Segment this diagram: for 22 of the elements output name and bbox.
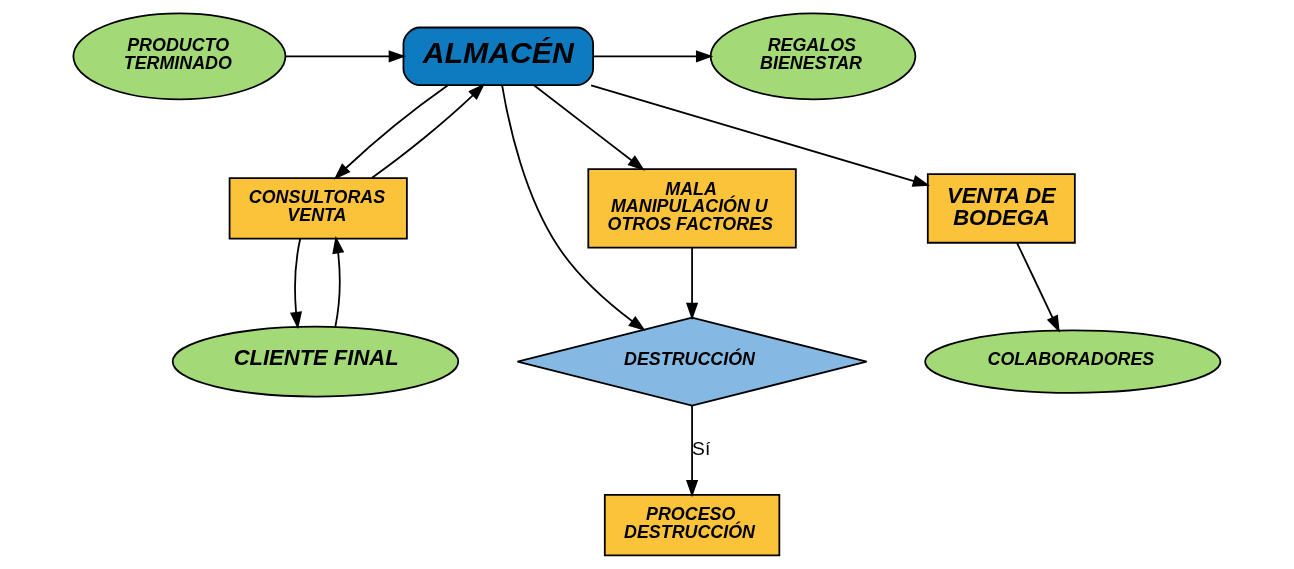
node-box: ALMACÉN	[402, 26, 594, 87]
node-box: CONSULTORAS VENTA	[228, 177, 408, 240]
arrow	[289, 237, 303, 330]
arrow	[590, 84, 930, 187]
arrow	[501, 84, 646, 332]
arrow	[370, 83, 485, 179]
arrow	[332, 236, 345, 328]
edge-label: Sí	[692, 438, 711, 460]
arrow	[686, 246, 699, 321]
node-box: MALA MANIPULACIÓN U OTROS FACTORES	[587, 168, 797, 249]
node-ellipse: COLABORADORES	[924, 329, 1222, 394]
arrow	[686, 404, 699, 498]
node-ellipse: PRODUCTO TERMINADO	[72, 12, 287, 101]
arrow	[592, 50, 714, 63]
arrow	[533, 84, 645, 171]
node-box: VENTA DE BODEGA	[926, 173, 1076, 244]
arrow	[285, 50, 406, 63]
arrow	[333, 84, 449, 180]
node-ellipse: REGALOS BIENESTAR	[709, 12, 917, 101]
node-ellipse: CLIENTE FINAL	[171, 325, 460, 398]
node-box: PROCESO DESTRUCCIÓN	[603, 494, 781, 557]
arrow	[1016, 241, 1060, 333]
